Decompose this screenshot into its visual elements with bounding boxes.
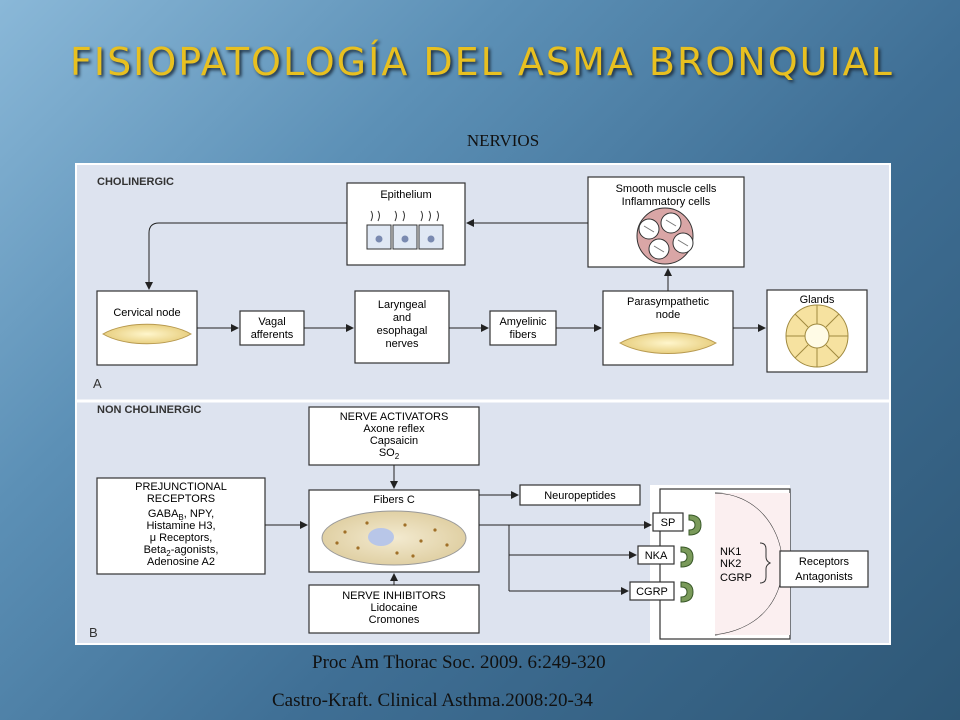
nerve-activators-label: NERVE ACTIVATORS (340, 411, 449, 423)
and-label: and (393, 312, 411, 324)
cgrp-receptor-label: CGRP (720, 572, 752, 584)
fibers-label: fibers (510, 329, 537, 341)
gaba-npy-label: GABAB, NPY, (148, 508, 214, 522)
subtitle: NERVIOS (466, 131, 540, 150)
receptors-heading-label: RECEPTORS (147, 493, 215, 505)
nk2-label: NK2 (720, 558, 741, 570)
amyelinic-label: Amyelinic (499, 316, 547, 328)
nerves-label: nerves (385, 338, 419, 350)
node-label: node (656, 309, 680, 321)
beta2-agonists-label: Beta2-agonists, (144, 544, 219, 558)
fibers-c-label: Fibers C (373, 494, 415, 506)
esophagal-label: esophagal (377, 325, 428, 337)
receptors-antagonists-box: Receptors Antagonists (779, 550, 869, 588)
parasympathetic-box: Parasympathetic node (602, 290, 734, 366)
gland-acinus-icon (785, 304, 849, 368)
laryngeal-box: Laryngeal and esophagal nerves (354, 290, 450, 364)
antagonists-label: Antagonists (795, 571, 853, 583)
epithelium-label: Epithelium (380, 189, 431, 201)
nerve-inhibitors-box: NERVE INHIBITORS Lidocaine Cromones (308, 584, 480, 634)
cromones-label: Cromones (369, 614, 420, 626)
mu-receptors-label: μ Receptors, (150, 532, 213, 544)
vagal-label: Vagal (258, 316, 285, 328)
sp-box: SP (652, 512, 684, 532)
receptor-brace (759, 542, 772, 584)
so2-label: SO2 (379, 447, 400, 461)
section-a-heading: CHOLINERGIC (97, 176, 174, 188)
ganglion-icon (618, 332, 718, 354)
histamine-label: Histamine H3, (146, 520, 215, 532)
smooth-muscle-label: Smooth muscle cells (616, 183, 717, 195)
nerve-diagram: CHOLINERGIC A NON CHOLINERGIC B Epitheli… (75, 163, 891, 645)
capsaicin-label: Capsaicin (370, 435, 418, 447)
citation-2: Castro-Kraft. Clinical Asthma.2008:20-34 (272, 690, 593, 711)
receptors-label: Receptors (799, 556, 850, 568)
vagal-afferents-box: Vagal afferents (239, 310, 305, 346)
epithelium-box: Epithelium (346, 182, 466, 266)
nka-box: NKA (637, 545, 675, 565)
afferents-label: afferents (251, 329, 294, 341)
epithelium-cells-icon (366, 210, 444, 250)
parasympathetic-label: Parasympathetic (627, 296, 709, 308)
nerve-cell-icon (321, 510, 467, 566)
cgrp-label: CGRP (636, 586, 668, 598)
axone-reflex-label: Axone reflex (363, 423, 425, 435)
nk1-receptor-icon (688, 514, 702, 536)
neuropeptides-label: Neuropeptides (544, 490, 616, 502)
nk1-label: NK1 (720, 546, 741, 558)
section-a-marker: A (93, 376, 102, 391)
lidocaine-label: Lidocaine (370, 602, 417, 614)
section-a-background (77, 165, 889, 401)
nerve-inhibitors-label: NERVE INHIBITORS (342, 590, 446, 602)
glands-label: Glands (800, 294, 835, 306)
section-b-heading: NON CHOLINERGIC (97, 404, 202, 416)
diagram-panel: CHOLINERGIC A NON CHOLINERGIC B Epitheli… (75, 163, 891, 645)
prejunctional-label: PREJUNCTIONAL (135, 481, 227, 493)
glands-box: Glands (766, 289, 868, 373)
cgrp-receptor-icon (680, 581, 694, 603)
amyelinic-box: Amyelinic fibers (489, 310, 557, 346)
citation-1: Proc Am Thorac Soc. 2009. 6:249-320 (312, 652, 606, 673)
prejunctional-receptors-box: PREJUNCTIONAL RECEPTORS GABAB, NPY, Hist… (96, 477, 266, 575)
nka-label: NKA (645, 550, 668, 562)
cervical-node-label: Cervical node (113, 307, 180, 319)
smooth-muscle-box: Smooth muscle cells Inflammatory cells (587, 176, 745, 268)
laryngeal-label: Laryngeal (378, 299, 426, 311)
cervical-node-box: Cervical node (96, 290, 198, 366)
muscle-bundle-icon (636, 207, 694, 265)
nerve-activators-box: NERVE ACTIVATORS Axone reflex Capsaicin … (308, 406, 480, 466)
sp-label: SP (661, 517, 676, 529)
adenosine-label: Adenosine A2 (147, 556, 215, 568)
cgrp-box: CGRP (629, 581, 675, 601)
fibers-c-box: Fibers C (308, 489, 480, 573)
section-b-marker: B (89, 625, 98, 640)
nk2-receptor-icon (680, 546, 694, 568)
inflammatory-cells-label: Inflammatory cells (622, 196, 711, 208)
neuropeptides-box: Neuropeptides (519, 484, 641, 506)
page-title: FISIOPATOLOGÍA DEL ASMA BRONQUIAL (70, 40, 894, 84)
ganglion-icon (102, 323, 192, 345)
